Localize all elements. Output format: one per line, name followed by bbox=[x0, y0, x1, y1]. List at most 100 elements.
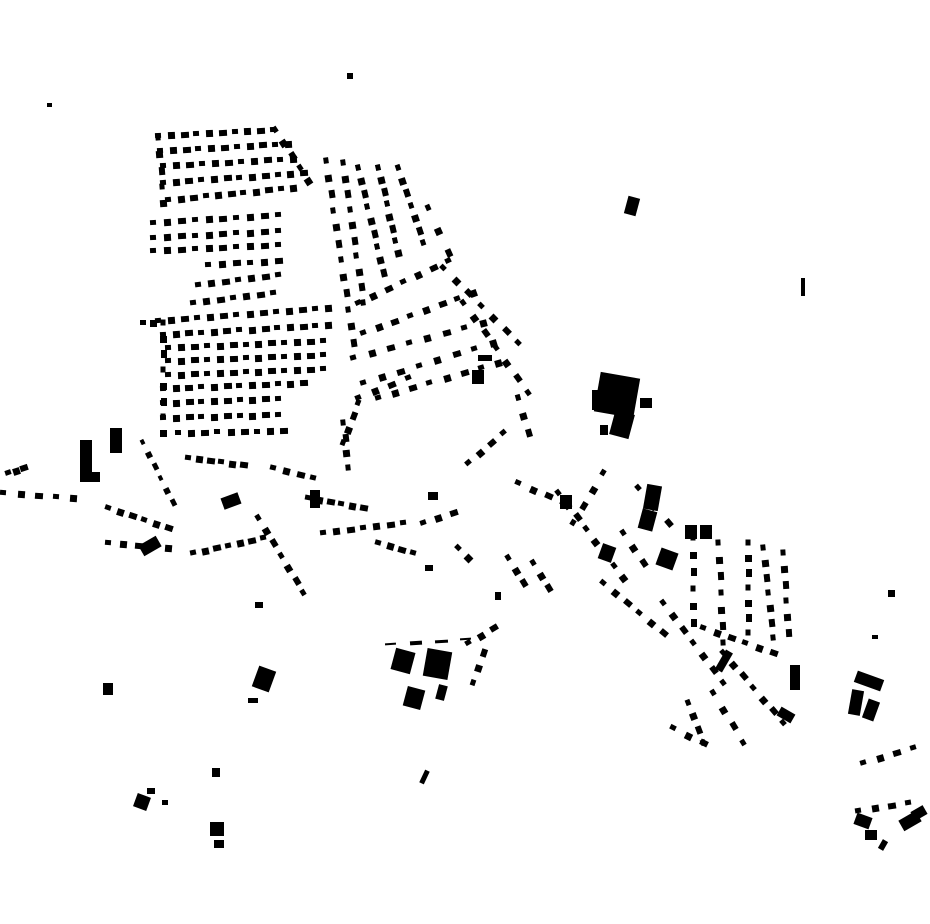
building bbox=[161, 350, 167, 359]
building bbox=[476, 301, 485, 309]
building bbox=[228, 460, 237, 469]
building bbox=[699, 624, 707, 631]
building bbox=[285, 307, 294, 316]
building bbox=[588, 485, 599, 495]
building bbox=[655, 547, 679, 571]
building bbox=[17, 491, 25, 499]
building bbox=[214, 191, 223, 200]
building bbox=[408, 384, 418, 392]
building bbox=[299, 323, 308, 330]
building bbox=[324, 174, 333, 183]
building bbox=[335, 239, 343, 249]
building bbox=[261, 325, 270, 333]
building bbox=[223, 175, 232, 182]
building bbox=[349, 411, 359, 422]
building bbox=[261, 381, 270, 388]
building bbox=[478, 355, 492, 361]
building bbox=[323, 157, 329, 164]
building bbox=[256, 291, 265, 299]
building bbox=[528, 485, 539, 495]
building bbox=[847, 689, 865, 716]
building bbox=[639, 558, 649, 568]
building bbox=[367, 349, 377, 358]
building bbox=[229, 369, 238, 376]
building bbox=[236, 539, 245, 548]
building bbox=[386, 521, 395, 529]
building bbox=[385, 542, 395, 552]
building bbox=[234, 276, 242, 283]
building bbox=[269, 538, 279, 548]
building bbox=[659, 628, 669, 638]
building bbox=[149, 247, 157, 254]
building bbox=[189, 549, 197, 556]
building bbox=[281, 353, 288, 359]
building bbox=[177, 246, 186, 253]
building bbox=[698, 651, 709, 662]
building bbox=[745, 584, 751, 591]
building bbox=[198, 413, 205, 420]
building bbox=[159, 199, 168, 208]
building bbox=[249, 396, 257, 404]
building bbox=[415, 362, 423, 369]
building bbox=[224, 541, 232, 549]
building bbox=[163, 247, 172, 255]
building bbox=[312, 322, 319, 328]
building bbox=[415, 225, 424, 236]
building bbox=[4, 469, 12, 476]
building bbox=[394, 249, 403, 258]
building bbox=[299, 169, 309, 177]
building bbox=[746, 614, 752, 622]
building bbox=[372, 522, 381, 531]
building bbox=[709, 688, 717, 697]
building bbox=[260, 228, 270, 235]
building bbox=[169, 147, 177, 155]
building bbox=[205, 216, 213, 224]
building bbox=[392, 236, 399, 244]
building bbox=[720, 639, 726, 646]
building bbox=[172, 414, 180, 422]
building bbox=[403, 188, 412, 198]
building bbox=[218, 260, 227, 269]
building bbox=[399, 519, 407, 526]
building bbox=[433, 226, 444, 236]
building bbox=[227, 428, 235, 437]
building bbox=[184, 454, 192, 461]
building bbox=[785, 628, 793, 638]
building bbox=[247, 536, 257, 545]
building bbox=[413, 270, 424, 281]
building bbox=[211, 413, 219, 421]
building bbox=[190, 343, 199, 351]
building bbox=[233, 230, 240, 236]
building bbox=[449, 508, 459, 518]
building bbox=[177, 217, 186, 225]
building bbox=[289, 184, 298, 193]
building bbox=[306, 338, 316, 345]
building bbox=[221, 278, 230, 286]
building bbox=[783, 597, 789, 604]
building bbox=[190, 356, 199, 364]
building bbox=[269, 464, 277, 471]
building bbox=[216, 342, 224, 350]
building bbox=[246, 310, 254, 319]
building bbox=[454, 543, 462, 552]
building bbox=[739, 671, 749, 682]
building bbox=[163, 234, 172, 242]
building bbox=[303, 176, 314, 187]
building bbox=[619, 528, 627, 537]
building bbox=[501, 325, 512, 336]
building bbox=[519, 411, 528, 421]
building bbox=[298, 306, 308, 314]
building bbox=[263, 157, 273, 164]
building bbox=[231, 128, 238, 135]
building bbox=[354, 164, 362, 171]
building bbox=[291, 575, 302, 586]
building bbox=[769, 648, 779, 658]
building bbox=[348, 221, 357, 230]
building bbox=[513, 373, 523, 383]
building bbox=[463, 553, 474, 564]
building bbox=[451, 276, 461, 286]
building bbox=[669, 723, 677, 732]
building bbox=[198, 160, 206, 167]
building bbox=[103, 683, 113, 695]
building bbox=[536, 571, 546, 581]
